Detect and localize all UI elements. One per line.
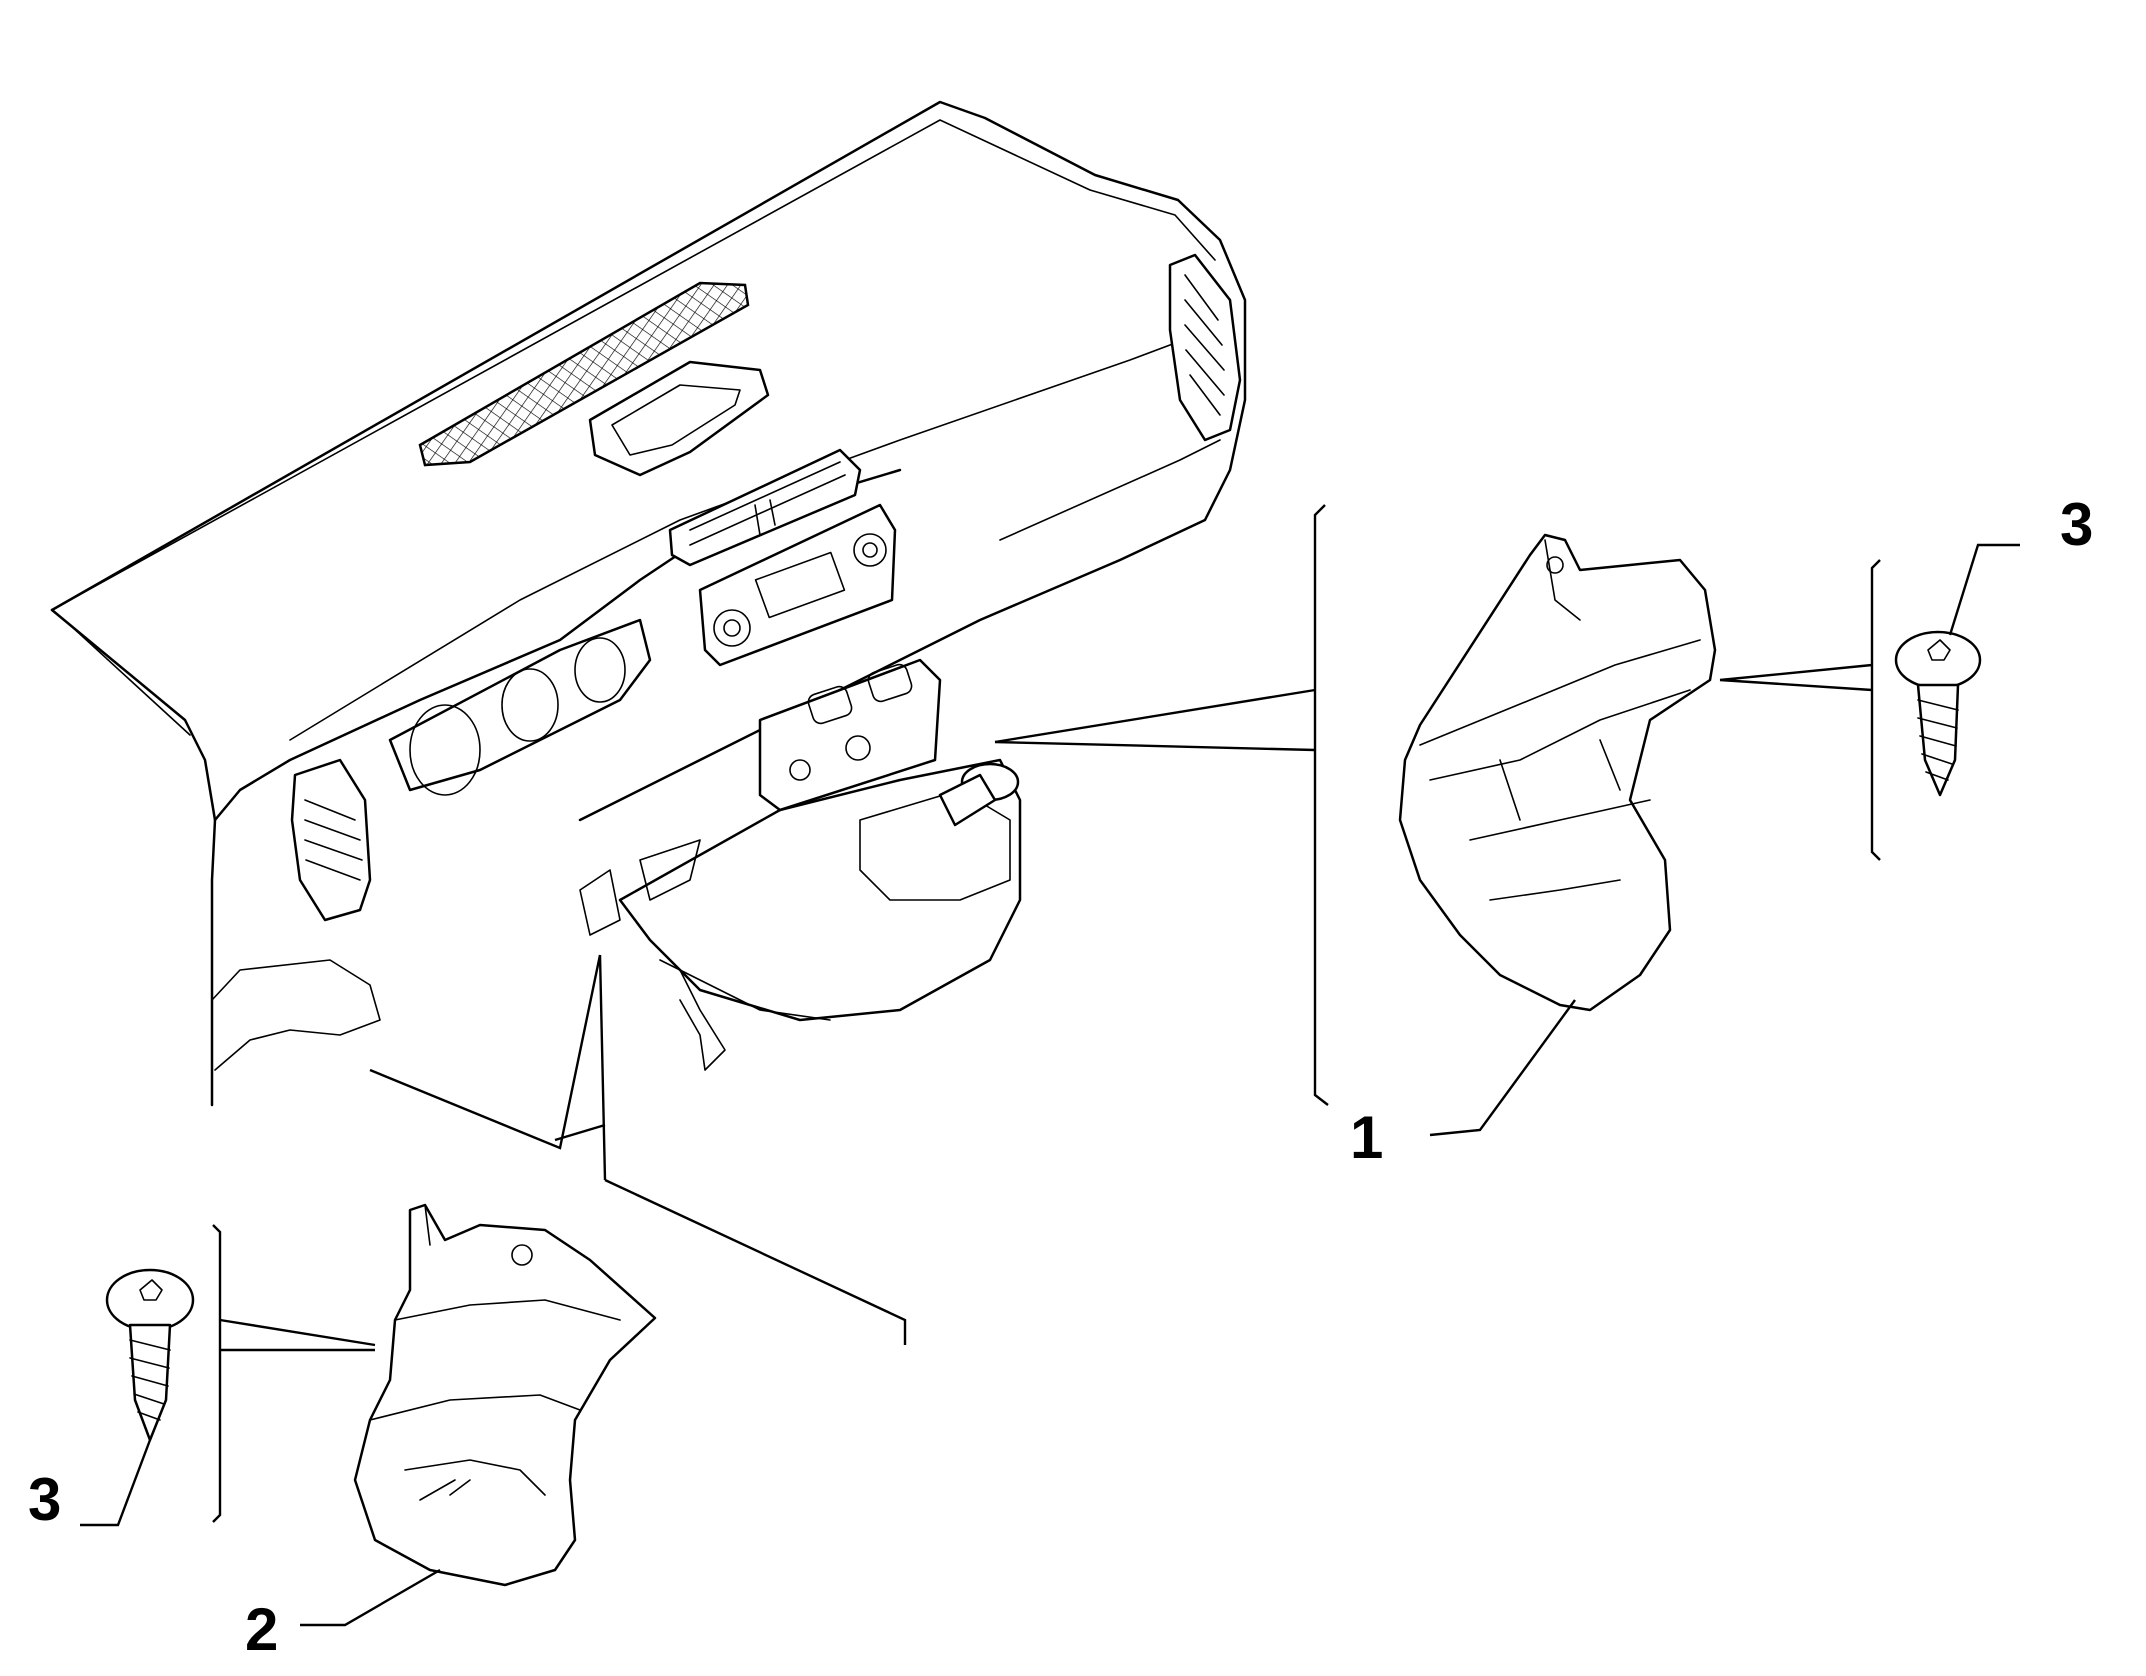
defroster-grille xyxy=(418,281,750,467)
callout-1: 1 xyxy=(1350,1104,1383,1171)
climate-controls xyxy=(758,658,942,812)
left-side-vent xyxy=(290,758,372,922)
callout-3-right: 3 xyxy=(2060,491,2093,558)
center-vent xyxy=(668,448,862,567)
part-3-screw-right xyxy=(1894,630,1982,797)
part-2-left-air-duct xyxy=(353,1203,657,1587)
part-1-right-air-duct xyxy=(1398,533,1717,1012)
leader-lines xyxy=(80,504,2020,1627)
callout-2: 2 xyxy=(245,1596,278,1663)
dashboard-assembly xyxy=(50,100,1247,1107)
center-console xyxy=(618,758,1022,1022)
callout-3-left: 3 xyxy=(28,1466,61,1533)
upper-cubby xyxy=(588,360,770,477)
radio-unit xyxy=(698,503,897,667)
part-3-screw-left xyxy=(105,1268,195,1442)
instrument-cluster xyxy=(388,618,652,792)
